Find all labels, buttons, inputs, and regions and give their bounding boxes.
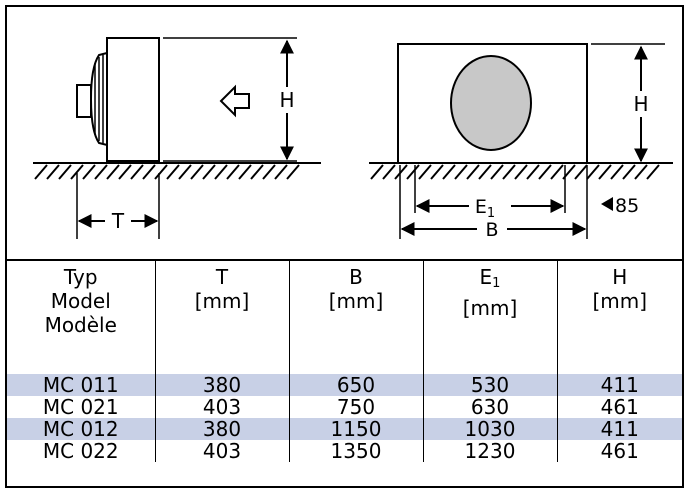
fan-front (450, 55, 532, 151)
cell-h: 461 (556, 396, 682, 418)
airflow-arrow-icon (219, 84, 250, 118)
table-header-row: Typ Model Modèle T [mm] B [mm] E1 [mm] (7, 259, 682, 374)
cell-t: 380 (154, 418, 289, 440)
header-t: T [mm] (154, 259, 289, 374)
table-row: MC 012 380 1150 1030 411 (7, 418, 682, 440)
unit-body-side (106, 37, 160, 162)
table-row: MC 022 403 1350 1230 461 (7, 440, 682, 462)
table-row: MC 011 380 650 530 411 (7, 374, 682, 396)
cell-e1: 1230 (422, 440, 557, 462)
table-row: MC 021 403 750 630 461 (7, 396, 682, 418)
cell-h: 411 (556, 418, 682, 440)
cell-model: MC 012 (7, 418, 155, 440)
cell-h: 461 (556, 440, 682, 462)
floor-hatch-left (34, 164, 300, 180)
cell-b: 650 (288, 374, 423, 396)
cell-e1: 530 (422, 374, 557, 396)
height-label-right: H (633, 92, 648, 116)
cell-t: 403 (154, 396, 289, 418)
cell-b: 750 (288, 396, 423, 418)
header-b: B [mm] (288, 259, 423, 374)
header-e1: E1 [mm] (422, 259, 557, 374)
cell-model: MC 011 (7, 374, 155, 396)
cell-model: MC 022 (42, 439, 119, 463)
clearance-value: 85 (615, 195, 639, 217)
dimension-drawing: H T (33, 37, 673, 241)
header-h: H [mm] (556, 259, 682, 374)
front-view: H E1 B 85 (369, 43, 673, 241)
spacing-label: E1 (475, 196, 495, 221)
dimension-table: Typ Model Modèle T [mm] B [mm] E1 [mm] (7, 259, 682, 462)
dimension-sheet: H T (5, 5, 684, 488)
cell-e1: 630 (422, 396, 557, 418)
cell-t: 403 (154, 440, 289, 462)
cell-h: 411 (556, 374, 682, 396)
cell-b: 1150 (288, 418, 423, 440)
floor-hatch-right (370, 164, 660, 180)
cell-e1: 1030 (422, 418, 557, 440)
depth-label: T (111, 209, 125, 233)
cell-model: MC 021 (42, 395, 119, 419)
height-label-left: H (279, 88, 294, 112)
side-view: H T (33, 37, 321, 239)
clearance-arrow-icon (601, 197, 613, 211)
cell-t: 380 (154, 374, 289, 396)
width-label: B (485, 219, 498, 241)
cell-b: 1350 (288, 440, 423, 462)
header-model: Typ Model Modèle (7, 259, 155, 374)
motor-hub-side (76, 84, 92, 118)
